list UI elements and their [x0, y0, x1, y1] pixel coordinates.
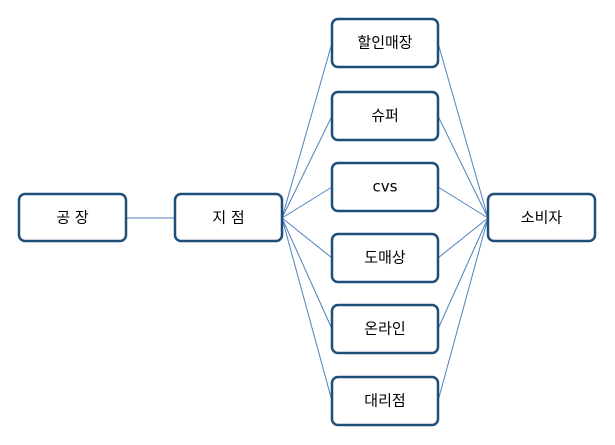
node-supermarket-label: 슈퍼 [371, 107, 399, 125]
node-branch-label: 지 점 [212, 209, 244, 227]
edge-agency-to-consumer [437, 217, 489, 402]
edge-super-to-consumer [437, 115, 489, 219]
node-discount-store-label: 할인매장 [357, 34, 412, 52]
node-online: 온라인 [330, 303, 440, 355]
node-branch: 지 점 [173, 192, 284, 243]
node-discount-store: 할인매장 [330, 17, 440, 69]
node-factory-label: 공 장 [56, 209, 89, 227]
edge-branch-to-online [281, 217, 333, 330]
node-wholesaler: 도매상 [330, 232, 440, 284]
edge-branch-to-wholesale [281, 217, 333, 259]
edge-branch-to-cvs [281, 186, 333, 219]
edge-online-to-consumer [437, 217, 489, 330]
edges-layer [126, 42, 489, 402]
node-wholesaler-label: 도매상 [364, 249, 406, 267]
node-online-label: 온라인 [364, 320, 405, 338]
edge-branch-to-super [281, 115, 333, 219]
edge-discount-to-consumer [437, 42, 489, 219]
node-agency: 대리점 [330, 375, 440, 427]
node-consumer: 소비자 [486, 192, 597, 243]
edge-branch-to-discount [281, 42, 333, 219]
node-cvs: cvs [330, 161, 440, 213]
node-agency-label: 대리점 [364, 392, 405, 410]
node-consumer-label: 소비자 [521, 209, 563, 227]
edge-cvs-to-consumer [437, 186, 489, 219]
edge-branch-to-agency [281, 217, 333, 402]
node-factory: 공 장 [17, 192, 128, 243]
node-cvs-label: cvs [373, 178, 398, 196]
node-supermarket: 슈퍼 [330, 90, 440, 142]
edge-wholesale-to-consumer [437, 217, 489, 259]
